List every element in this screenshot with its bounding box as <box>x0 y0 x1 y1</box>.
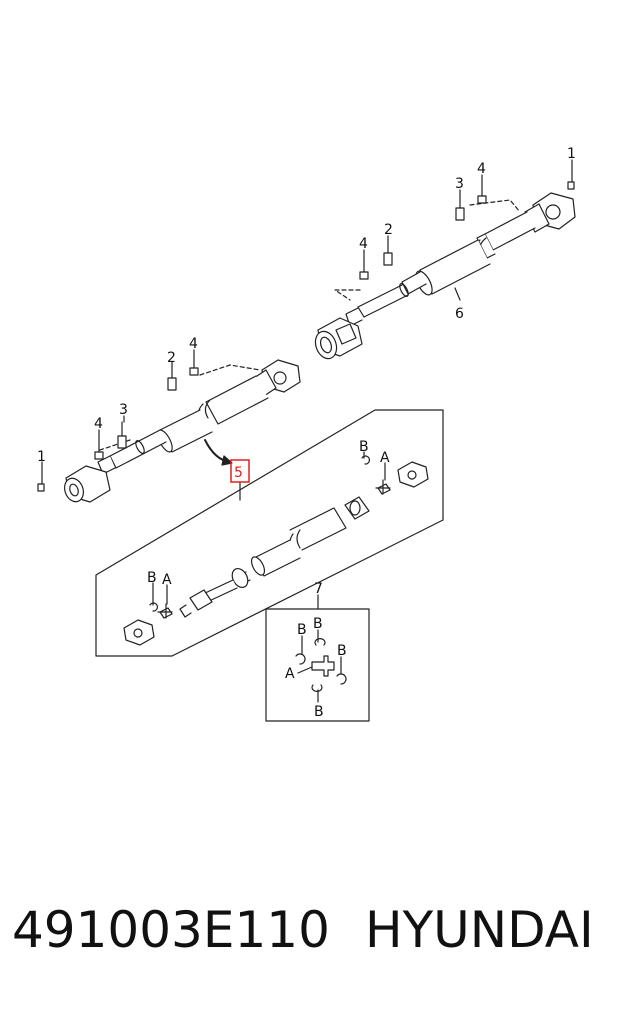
callout-top-3: 3 <box>455 176 464 192</box>
highlight-box <box>230 459 250 483</box>
callout-exploded-b1: B <box>359 439 369 455</box>
callout-detail-b3: B <box>337 643 347 659</box>
callout-mid-4b: 4 <box>94 416 103 432</box>
callout-exploded-b2: B <box>147 570 157 586</box>
part-number: 491003E110 <box>12 901 330 959</box>
callout-top-1: 1 <box>567 146 576 162</box>
upper-shaft-assembly <box>314 159 576 360</box>
callout-5: 5 <box>234 465 243 481</box>
callout-mid-1: 1 <box>37 449 46 465</box>
callout-detail-b1: B <box>297 622 307 638</box>
callout-top-4a: 4 <box>477 161 486 177</box>
callout-top-6: 6 <box>455 306 464 322</box>
universal-joint-detail <box>265 594 370 722</box>
brand-name: HYUNDAI <box>365 901 594 959</box>
callout-top-2: 2 <box>384 222 393 238</box>
callout-detail-b4: B <box>314 704 324 720</box>
callout-mid-4a: 4 <box>189 336 198 352</box>
lower-shaft-assembly <box>37 349 301 503</box>
callout-detail-b2: B <box>313 616 323 632</box>
exploded-view <box>95 409 444 657</box>
propeller-shaft-diagram: 1 3 4 4 2 6 2 4 4 3 1 5 B A B A 7 B B B … <box>37 146 576 722</box>
callout-top-4b: 4 <box>359 236 368 252</box>
callout-exploded-a1: A <box>380 450 390 466</box>
callout-mid-2: 2 <box>167 350 176 366</box>
callout-7: 7 <box>314 581 323 597</box>
callout-detail-a: A <box>285 666 295 682</box>
callout-mid-3: 3 <box>119 402 128 418</box>
callout-labels: 1 3 4 4 2 6 2 4 4 3 1 5 B A B A 7 B B B … <box>37 146 576 720</box>
callout-exploded-a2: A <box>162 572 172 588</box>
